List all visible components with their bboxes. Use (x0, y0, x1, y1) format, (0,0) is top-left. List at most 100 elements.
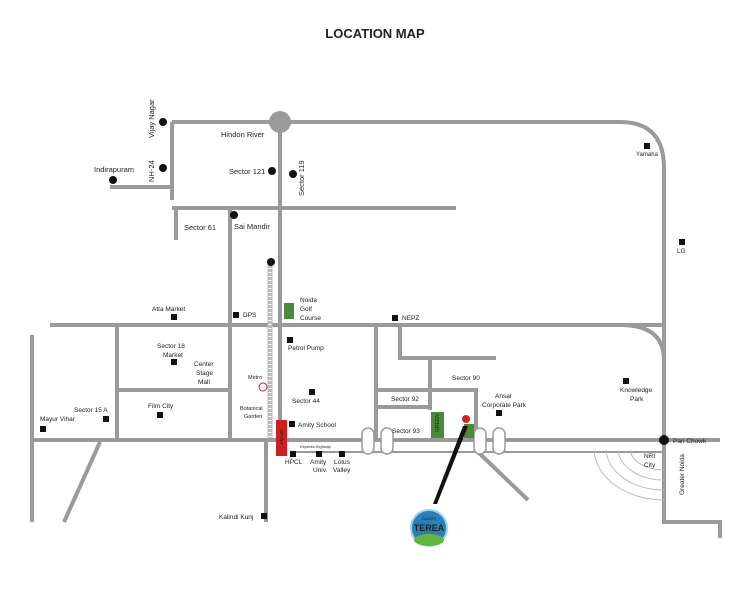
dps-marker (233, 312, 239, 318)
label-ansal-1: Ansal (495, 393, 512, 400)
golf-course-green (284, 303, 294, 319)
label-amity-univ-2: Univ. (313, 467, 328, 474)
sector-90-road (376, 388, 478, 440)
label-knowledge-1: Knowledge (620, 387, 653, 394)
pari-chowk-marker (659, 435, 669, 445)
label-center-1: Center (194, 361, 214, 368)
round-markers (109, 118, 669, 445)
top-road (172, 120, 722, 538)
label-metro: Metro (248, 375, 262, 381)
label-pari-chowk: Pari Chowk (673, 438, 707, 445)
hindon-river-marker (269, 111, 291, 133)
label-sector-15a: Sector 15 A (74, 407, 108, 414)
indirapuram-marker (109, 176, 117, 184)
label-botanical-2: Garden (244, 414, 262, 420)
square-markers (40, 143, 685, 519)
label-kalindi-kunj: Kalindi Kunj (219, 514, 253, 521)
label-sector-90: Sector 90 (452, 375, 480, 382)
nepz-road (398, 325, 496, 360)
label-botanical-1: Botanical (240, 406, 263, 412)
label-sector-92: Sector 92 (391, 396, 419, 403)
label-sai-mandir: Sai Mandir (234, 222, 270, 231)
diag-right (474, 448, 530, 502)
logo-small-text: GAURS (422, 516, 437, 521)
hpcl-marker (290, 451, 296, 457)
place-labels: Vijay Nagar NH-24 Indirapuram Hindon Riv… (40, 99, 707, 521)
green-label: GREEN (435, 414, 441, 432)
vijay-nagar-marker (159, 118, 167, 126)
label-nri-2: City (644, 462, 656, 469)
label-golf-2: Golf (300, 306, 312, 313)
green-block (431, 412, 444, 438)
label-sector-119: Sector 119 (297, 160, 306, 196)
label-lotus-2: Valley (333, 467, 351, 474)
label-nh24: NH-24 (147, 160, 156, 182)
nri-city-arcs (593, 449, 665, 501)
label-center-2: Stage (196, 370, 213, 377)
mayur-vihar-marker (40, 426, 46, 432)
site-green (464, 424, 474, 438)
amity-school-marker (289, 421, 295, 427)
sector-119-marker (289, 170, 297, 178)
map-title: LOCATION MAP (325, 26, 425, 41)
atta-market-marker (171, 314, 177, 320)
sai-mandir-marker (230, 211, 238, 219)
label-mayur-vihar: Mayur Vihar (40, 416, 76, 423)
logo-text: TEREA (414, 523, 445, 533)
label-lotus-1: Lotus (334, 459, 351, 466)
flyover-marker (276, 420, 287, 456)
label-center-3: Mall (198, 379, 210, 386)
lotus-valley-marker (339, 451, 345, 457)
label-yamaha: Yamaha (636, 152, 659, 158)
label-greater-noida: Greater Noida (679, 454, 686, 495)
expressway-underpasses (361, 427, 506, 455)
label-sector-61: Sector 61 (184, 223, 216, 232)
nh24-marker (159, 164, 167, 172)
label-film-city: Film City (148, 403, 174, 410)
film-city-marker (157, 412, 163, 418)
diag-left (62, 441, 102, 523)
sector-44-marker (309, 389, 315, 395)
label-amity-school: Amity School (298, 422, 336, 429)
metro-end-marker (267, 258, 275, 266)
petrol-pump-marker (287, 337, 293, 343)
label-knowledge-2: Park (630, 396, 644, 403)
label-ansal-2: Corporate Park (482, 402, 527, 409)
label-golf-3: Course (300, 315, 321, 322)
label-sector18-2: Market (163, 352, 183, 359)
label-hpcl: HPCL (285, 459, 303, 466)
knowledge-park-marker (623, 378, 629, 384)
label-sector-121: Sector 121 (229, 167, 265, 176)
middle-curve (619, 323, 666, 361)
nepz-marker (392, 315, 398, 321)
lg-marker (679, 239, 685, 245)
label-sector-93: Sector 93 (392, 428, 420, 435)
sector-121-marker (268, 167, 276, 175)
ansal-marker (496, 410, 502, 416)
label-golf-1: Noida (300, 297, 317, 304)
label-amity-univ-1: Amity (310, 459, 327, 466)
label-petrol-pump: Petrol Pump (288, 345, 324, 352)
terea-logo: GAURS TEREA (410, 509, 448, 547)
label-dps: DPS (243, 312, 257, 319)
label-hindon-river: Hindon River (221, 130, 265, 139)
label-sector18-1: Sector 18 (157, 343, 185, 350)
amity-univ-marker (316, 451, 322, 457)
label-sector-44: Sector 44 (292, 398, 320, 405)
label-nri-1: NRI (644, 453, 655, 460)
sector-18-marker (171, 359, 177, 365)
label-lg: LG (677, 248, 686, 255)
flyover-label: Flyover (279, 429, 284, 444)
label-atta-market: Atta Market (152, 306, 185, 313)
metro-station-icon (258, 382, 268, 392)
label-vijay-nagar: Vijay Nagar (147, 99, 156, 138)
expressway-label: Express Highway (300, 444, 331, 449)
yamaha-marker (644, 143, 650, 149)
roads (30, 120, 722, 538)
label-indirapuram: Indirapuram (94, 165, 134, 174)
label-nepz: NEPZ (402, 315, 419, 322)
site-pointer (433, 415, 470, 504)
kalindi-kunj-marker (261, 513, 267, 519)
